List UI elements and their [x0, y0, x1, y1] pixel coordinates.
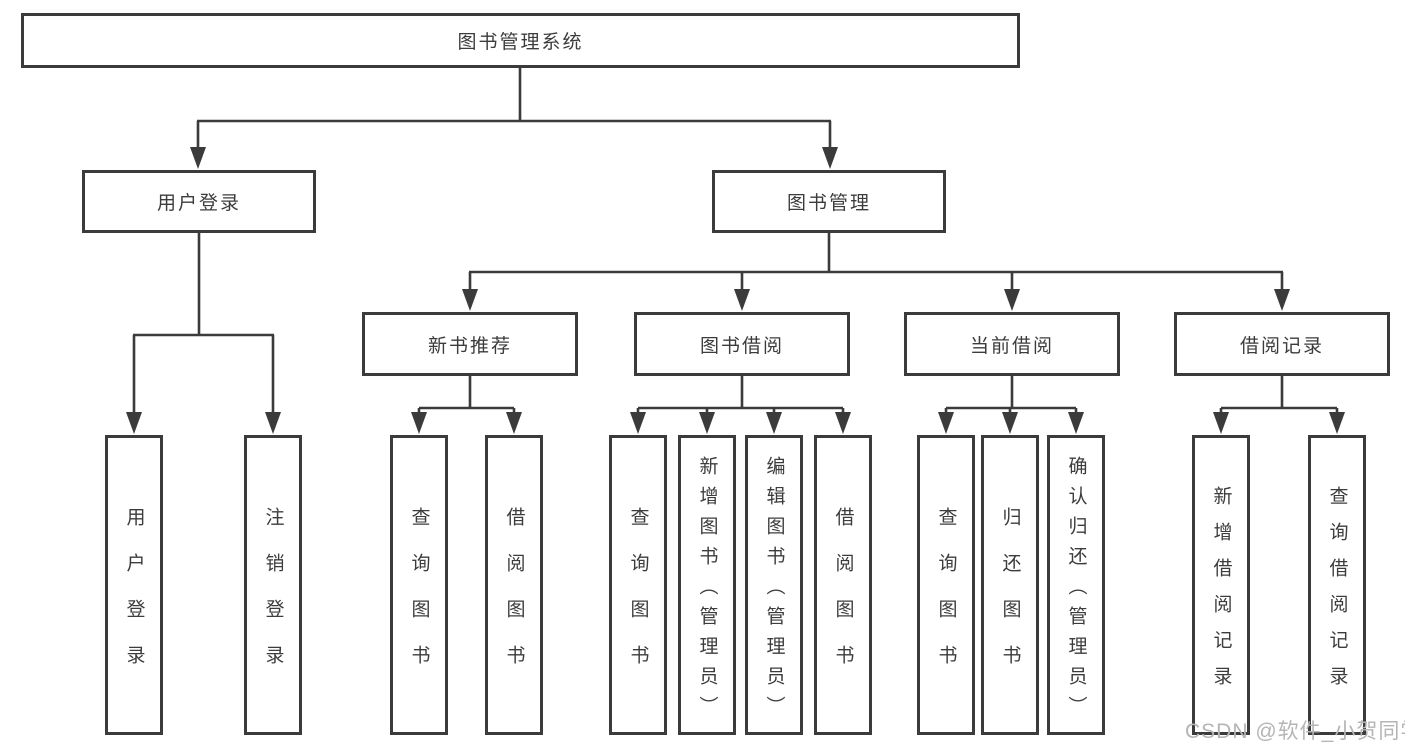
arrow-down-icon	[938, 412, 954, 434]
arrow-down-icon	[822, 147, 838, 169]
arrow-down-icon	[835, 412, 851, 434]
leaf-label: 查询图书	[408, 506, 430, 691]
csdn-watermark: CSDN @软件_小贺同学	[1185, 720, 1405, 743]
leaf-query-books-1: 查询图书	[390, 435, 448, 735]
leaf-label: 注销登录	[262, 506, 284, 691]
arrow-down-icon	[126, 412, 142, 434]
arrow-down-icon	[699, 412, 715, 434]
leaf-label: 查询图书	[935, 506, 957, 691]
node-label: 当前借阅	[969, 335, 1054, 357]
node-root-label: 图书管理系统	[457, 32, 584, 53]
node-book-management: 图书管理	[712, 170, 946, 233]
leaf-label: 借阅图书	[503, 506, 525, 691]
arrow-down-icon	[411, 412, 427, 434]
leaf-query-books-3: 查询图书	[917, 435, 975, 735]
arrow-down-icon	[766, 412, 782, 434]
node-new-book-recommend: 新书推荐	[362, 312, 578, 376]
leaf-borrow-books-2: 借阅图书	[814, 435, 872, 735]
leaf-borrow-books-1: 借阅图书	[485, 435, 543, 735]
arrow-down-icon	[1002, 412, 1018, 434]
node-label: 借阅记录	[1239, 335, 1324, 357]
leaf-add-books-admin: 新增图书（管理员）	[678, 435, 736, 735]
leaf-label: 编辑图书（管理员）	[763, 455, 785, 726]
leaf-confirm-return-admin: 确认归还（管理员）	[1047, 435, 1105, 735]
arrow-down-icon	[190, 147, 206, 169]
node-borrow-records: 借阅记录	[1174, 312, 1390, 376]
node-current-borrow: 当前借阅	[904, 312, 1120, 376]
leaf-query-borrow-record: 查询借阅记录	[1308, 435, 1366, 735]
node-label: 新书推荐	[427, 335, 512, 357]
arrow-down-icon	[630, 412, 646, 434]
arrow-down-icon	[1329, 412, 1345, 434]
arrow-down-icon	[462, 289, 478, 311]
leaf-label: 新增图书（管理员）	[696, 455, 718, 726]
node-label: 用户登录	[156, 193, 241, 214]
arrow-down-icon	[1213, 412, 1229, 434]
leaf-return-books: 归还图书	[981, 435, 1039, 735]
arrow-down-icon	[265, 412, 281, 434]
leaf-add-borrow-record: 新增借阅记录	[1192, 435, 1250, 735]
node-book-borrow: 图书借阅	[634, 312, 850, 376]
arrow-down-icon	[506, 412, 522, 434]
leaf-user-login: 用户登录	[105, 435, 163, 735]
leaf-label: 用户登录	[123, 506, 145, 691]
node-label: 图书借阅	[699, 335, 784, 357]
leaf-logout: 注销登录	[244, 435, 302, 735]
leaf-edit-books-admin: 编辑图书（管理员）	[745, 435, 803, 735]
leaf-label: 借阅图书	[832, 506, 854, 691]
leaf-label: 查询借阅记录	[1326, 485, 1348, 702]
node-label: 图书管理	[786, 193, 871, 214]
leaf-query-books-2: 查询图书	[609, 435, 667, 735]
arrow-down-icon	[734, 289, 750, 311]
leaf-label: 新增借阅记录	[1210, 485, 1232, 702]
arrow-down-icon	[1274, 289, 1290, 311]
leaf-label: 查询图书	[627, 506, 649, 691]
node-root: 图书管理系统	[21, 13, 1020, 68]
arrow-down-icon	[1004, 289, 1020, 311]
arrowheads	[126, 147, 1345, 434]
leaf-label: 归还图书	[999, 506, 1021, 691]
node-user-login: 用户登录	[82, 170, 316, 233]
leaf-label: 确认归还（管理员）	[1065, 455, 1087, 726]
arrow-down-icon	[1068, 412, 1084, 434]
